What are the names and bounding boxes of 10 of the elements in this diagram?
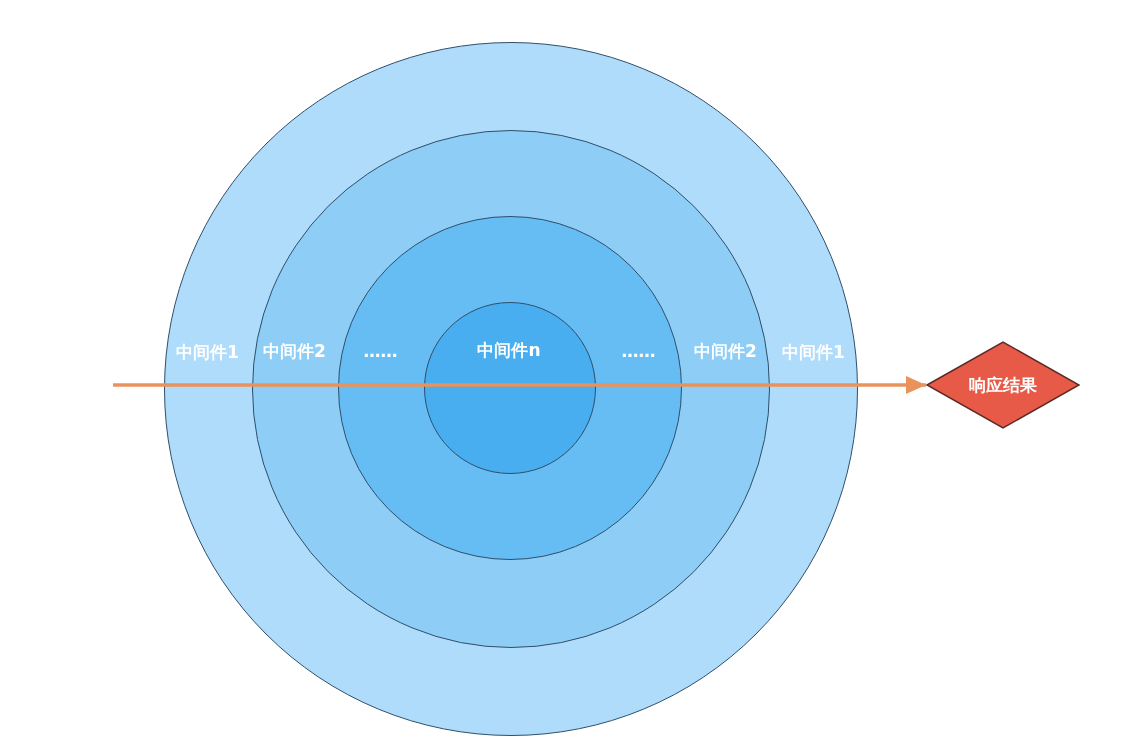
diamond-label: 响应结果 [969,374,1037,396]
ring-label: 中间件n [477,339,541,361]
ring-label: …… [363,340,398,361]
ring-label: 中间件1 [176,341,239,362]
ring-label: …… [621,340,656,361]
ring-label: 中间件2 [263,340,326,362]
ring-label: 中间件2 [694,340,757,362]
arrow [113,376,926,394]
result-diamond [926,341,1080,429]
ring-label: 中间件1 [782,341,845,362]
